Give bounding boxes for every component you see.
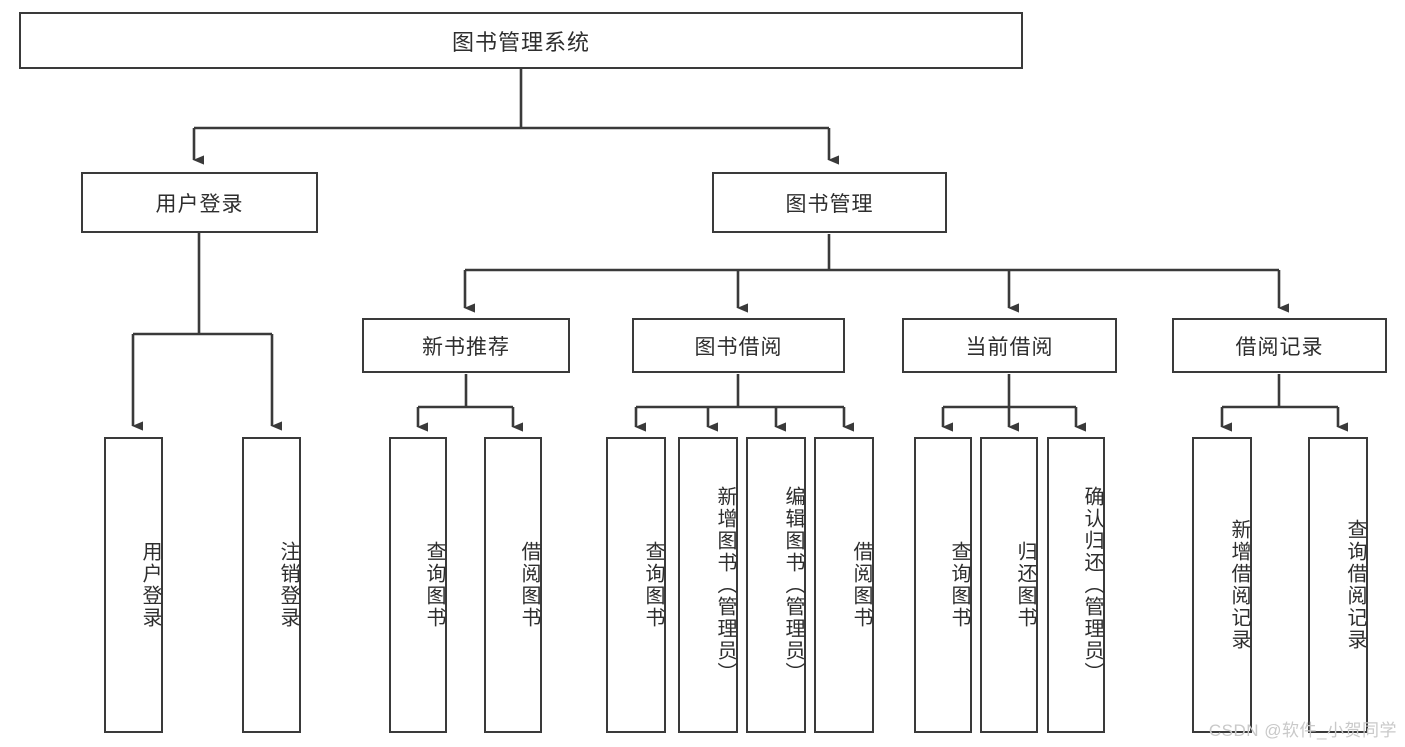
leaf-borrow-add-book-label: 新增图书（管理员） [714,486,736,684]
node-user-login-label: 用户登录 [155,192,244,216]
node-book-borrow[interactable]: 图书借阅 [632,318,845,373]
leaf-borrow-edit-book[interactable]: 编辑图书（管理员） [746,437,806,733]
leaf-borrow-query-label: 查询图书 [642,541,664,629]
leaf-record-query[interactable]: 查询借阅记录 [1308,437,1368,733]
leaf-current-confirm-return[interactable]: 确认归还（管理员） [1047,437,1105,733]
node-current-borrow-label: 当前借阅 [965,335,1054,359]
node-new-book-recommend[interactable]: 新书推荐 [362,318,570,373]
node-borrow-record[interactable]: 借阅记录 [1172,318,1387,373]
node-borrow-record-label: 借阅记录 [1235,335,1324,359]
leaf-borrow-add-book[interactable]: 新增图书（管理员） [678,437,738,733]
leaf-current-confirm-return-label: 确认归还（管理员） [1081,486,1103,684]
leaf-borrow-borrow-book[interactable]: 借阅图书 [814,437,874,733]
leaf-record-query-label: 查询借阅记录 [1344,519,1366,651]
node-root[interactable]: 图书管理系统 [19,12,1023,69]
node-root-label: 图书管理系统 [451,29,590,55]
node-book-management[interactable]: 图书管理 [712,172,947,233]
leaf-borrow-query[interactable]: 查询图书 [606,437,666,733]
node-new-book-recommend-label: 新书推荐 [422,335,510,359]
leaf-newbook-borrow[interactable]: 借阅图书 [484,437,542,733]
leaf-current-query-label: 查询图书 [948,541,970,629]
leaf-user-login-label: 用户登录 [139,541,161,629]
leaf-record-add[interactable]: 新增借阅记录 [1192,437,1252,733]
leaf-user-logout-label: 注销登录 [277,541,299,629]
node-current-borrow[interactable]: 当前借阅 [902,318,1117,373]
leaf-user-logout[interactable]: 注销登录 [242,437,301,733]
leaf-borrow-borrow-book-label: 借阅图书 [850,541,872,629]
leaf-newbook-query[interactable]: 查询图书 [389,437,447,733]
csdn-watermark: CSDN @软件_小贺同学 [1208,721,1397,740]
node-book-borrow-label: 图书借阅 [694,335,783,359]
leaf-record-add-label: 新增借阅记录 [1228,519,1250,651]
leaf-user-login[interactable]: 用户登录 [104,437,163,733]
leaf-newbook-query-label: 查询图书 [423,541,445,629]
leaf-newbook-borrow-label: 借阅图书 [518,541,540,629]
leaf-current-query[interactable]: 查询图书 [914,437,972,733]
node-user-login[interactable]: 用户登录 [81,172,318,233]
leaf-borrow-edit-book-label: 编辑图书（管理员） [782,486,804,684]
node-book-management-label: 图书管理 [785,192,874,216]
leaf-current-return-label: 归还图书 [1014,541,1036,629]
leaf-current-return[interactable]: 归还图书 [980,437,1038,733]
